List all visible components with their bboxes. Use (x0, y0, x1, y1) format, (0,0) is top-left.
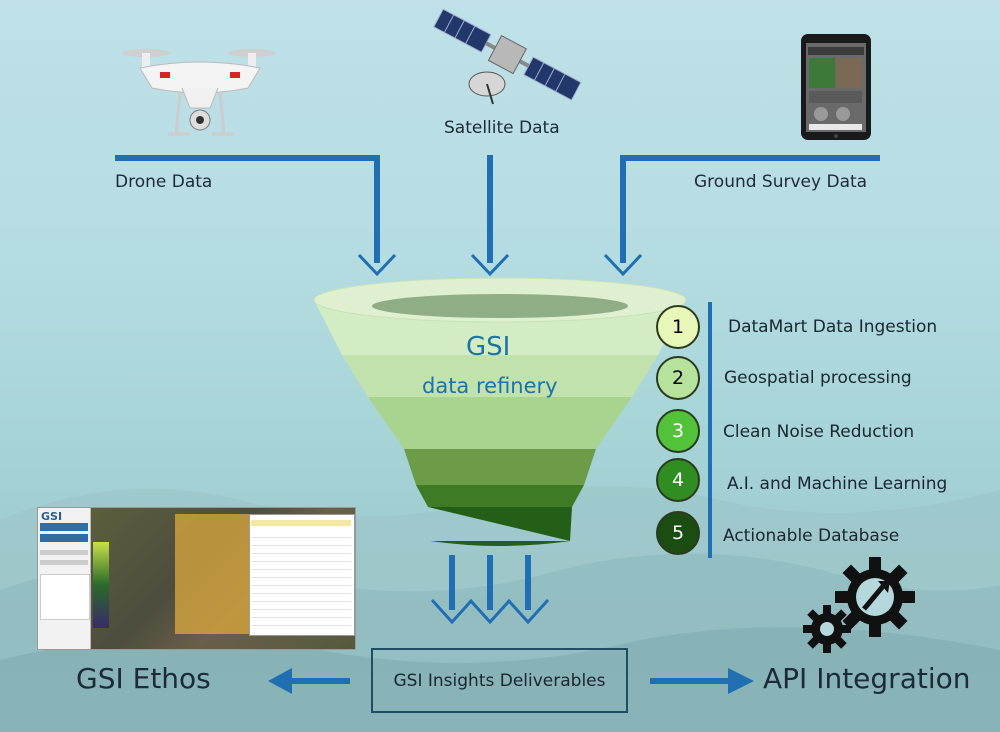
funnel-title: GSI (466, 332, 511, 362)
ground-survey-data-label: Ground Survey Data (694, 172, 868, 192)
gears-icon (803, 557, 915, 653)
step-5-badge: 5 (656, 511, 700, 555)
funnel-band-4 (404, 449, 596, 485)
data-refinery-funnel (313, 277, 687, 546)
step-4-badge: 4 (656, 458, 700, 502)
screenshot-logo: GSI (41, 510, 63, 523)
funnel-band-3 (368, 397, 632, 449)
step-2-number: 2 (671, 367, 685, 389)
gsi-insights-deliverables-label: GSI Insights Deliverables (393, 670, 606, 691)
step-3-label: Clean Noise Reduction (723, 422, 915, 442)
funnel-band-6 (428, 507, 572, 546)
screenshot-sidebar: GSI (38, 508, 91, 649)
screenshot-map (91, 508, 355, 649)
api-integration-label: API Integration (763, 662, 971, 695)
drone-data-label: Drone Data (115, 172, 213, 192)
step-1-badge: 1 (656, 305, 700, 349)
steps-divider (708, 302, 712, 558)
satellite-icon (433, 8, 582, 105)
drone-icon (122, 49, 276, 136)
funnel-subtitle: data refinery (422, 374, 558, 398)
step-4-number: 4 (671, 469, 685, 491)
gsi-insights-deliverables-box: GSI Insights Deliverables (371, 648, 628, 713)
funnel-band-2 (342, 355, 658, 397)
gsi-ethos-label: GSI Ethos (76, 662, 211, 695)
step-5-label: Actionable Database (723, 526, 900, 546)
step-1-number: 1 (671, 316, 685, 338)
step-5-number: 5 (671, 522, 685, 544)
step-2-badge: 2 (656, 356, 700, 400)
step-2-label: Geospatial processing (724, 368, 912, 388)
step-4-label: A.I. and Machine Learning (727, 474, 948, 494)
funnel-band-5 (416, 485, 584, 507)
step-3-badge: 3 (656, 409, 700, 453)
gsi-ethos-screenshot: GSI (37, 507, 356, 650)
step-1-label: DataMart Data Ingestion (728, 317, 938, 337)
step-3-number: 3 (671, 420, 685, 442)
tablet-icon (801, 34, 871, 140)
satellite-data-label: Satellite Data (444, 118, 560, 138)
